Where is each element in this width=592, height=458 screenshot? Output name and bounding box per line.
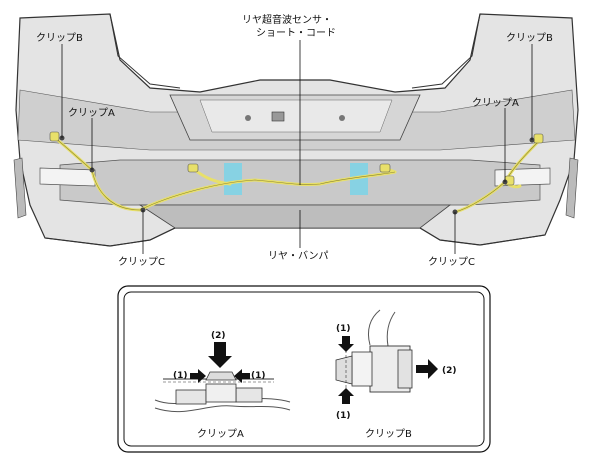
press-down-arrow-icon [208, 342, 232, 368]
detail-box [117, 285, 491, 453]
label-clip-c-right: クリップC [428, 256, 475, 268]
clip-b-step1-top: (1) [336, 324, 351, 334]
clip-a-step2: (2) [211, 331, 226, 341]
label-clip-b-left: クリップB [36, 32, 83, 44]
pull-right-arrow-icon [416, 359, 438, 379]
clip-a-detail: (2) (1) (1) クリップA [154, 331, 291, 440]
label-sensor-cord-line1: リヤ超音波センサ・ [242, 13, 332, 26]
clip-a-step1-right: (1) [251, 371, 266, 381]
label-clip-a-right: クリップA [472, 97, 519, 109]
label-clip-c-left: クリップC [118, 256, 165, 268]
clip-b-caption: クリップB [365, 428, 412, 440]
right-sensor-marker [350, 163, 368, 195]
clip-a-caption: クリップA [197, 428, 244, 440]
clip-b-detail: (1) (1) (2) クリップB [335, 309, 457, 440]
squeeze-left-arrow-icon [234, 369, 250, 383]
left-sensor-marker [224, 163, 242, 195]
label-sensor-cord-line2: ショート・コード [256, 28, 336, 39]
leader-lines [61, 40, 533, 254]
clip-b-step1-bottom: (1) [336, 411, 351, 421]
label-clip-a-left: クリップA [68, 107, 115, 119]
rear-bumper [13, 13, 579, 247]
clip-b-step2: (2) [442, 366, 457, 376]
squeeze-right-arrow-icon [190, 369, 206, 383]
press-down-arrow-icon-b [338, 336, 354, 352]
label-rear-bumper: リヤ・バンパ [268, 250, 329, 262]
label-clip-b-right: クリップB [506, 32, 553, 44]
press-up-arrow-icon-b [338, 388, 354, 404]
clip-a-step1-left: (1) [173, 371, 188, 381]
